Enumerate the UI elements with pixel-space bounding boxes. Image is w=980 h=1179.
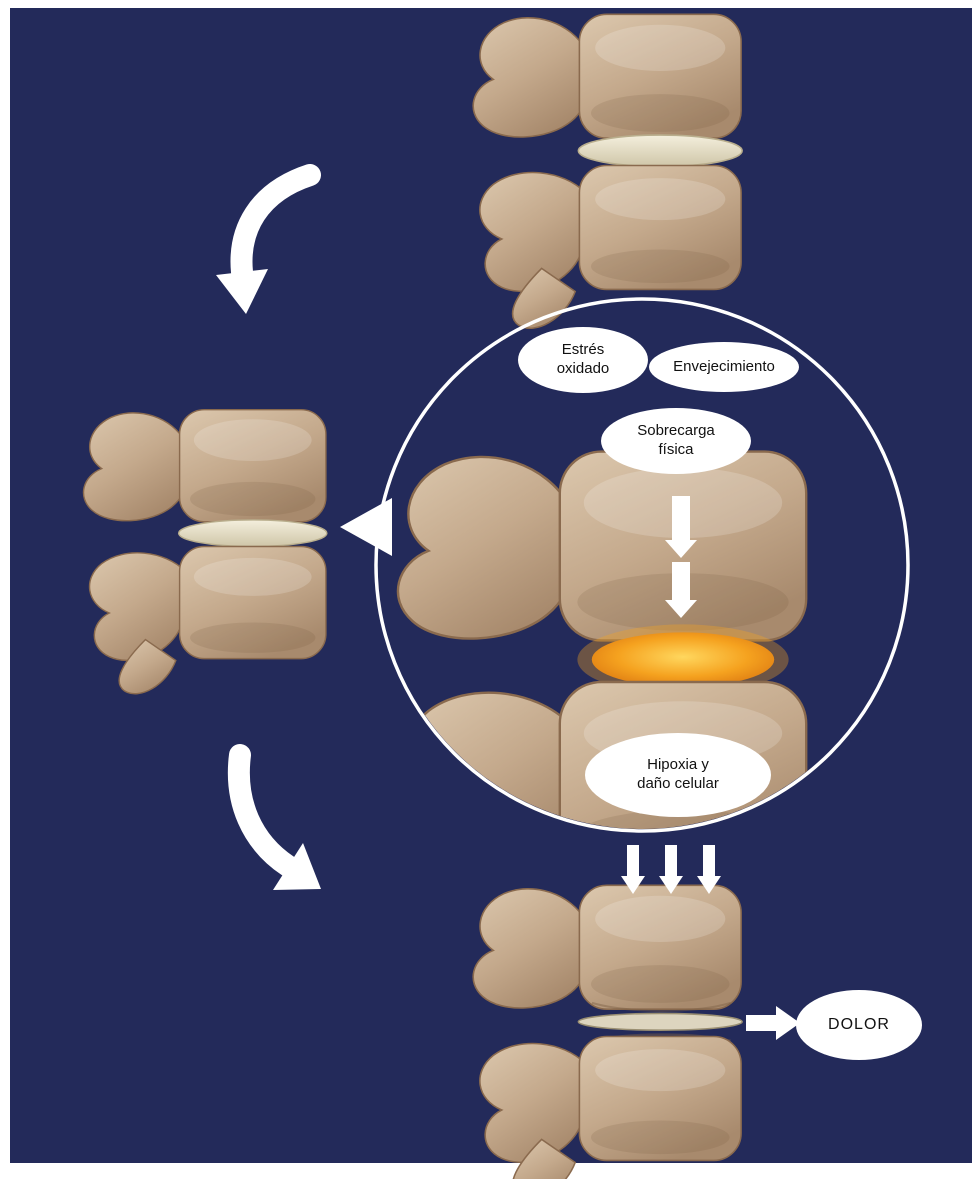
- down-arrow-icon: [621, 845, 645, 894]
- curved-arrow-down-right-icon: [227, 744, 321, 890]
- magnifier-pointer-icon: [340, 498, 392, 556]
- down-arrow-icon: [659, 845, 683, 894]
- down-arrow-icon: [665, 562, 697, 618]
- magnified-spine-view: [396, 450, 808, 829]
- label-aging: Envejecimiento: [649, 342, 799, 392]
- right-arrow-icon: [746, 1006, 800, 1040]
- disc-healthy: [577, 134, 743, 168]
- down-arrow-icon: [665, 496, 697, 558]
- curved-arrow-down-left-icon: [216, 164, 321, 314]
- spine-segment-healthy: [472, 13, 743, 330]
- magnifier-circle: [374, 297, 910, 833]
- spine-segment-middle: [82, 408, 328, 695]
- spine-segment-degenerated: [472, 884, 743, 1179]
- disc-compressed: [577, 1012, 743, 1031]
- label-oxidative-stress: Estrés oxidado: [518, 327, 648, 393]
- disc-inflamed: [591, 632, 775, 687]
- down-arrow-icon: [697, 845, 721, 894]
- down-arrows-to-degenerated: [621, 845, 721, 894]
- label-pain: DOLOR: [796, 990, 922, 1060]
- down-arrows-in-circle: [665, 496, 697, 618]
- label-physical-overload: Sobrecarga física: [601, 408, 751, 474]
- label-hypoxia-cell-damage: Hipoxia y daño celular: [585, 733, 771, 817]
- disc-thinning: [177, 519, 328, 548]
